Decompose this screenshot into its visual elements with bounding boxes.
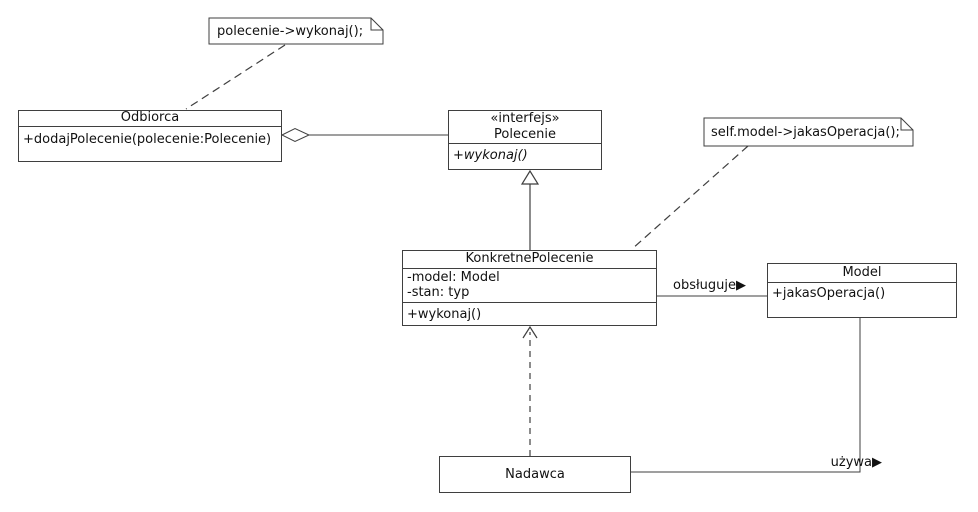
- stereotype-label: «interfejs»: [490, 111, 560, 126]
- class-konkretne-polecenie-name: KonkretnePolecenie: [403, 251, 656, 269]
- interface-polecenie-name: Polecenie: [494, 127, 556, 142]
- class-model-name: Model: [768, 264, 956, 283]
- class-odbiorca-name: Odbiorca: [19, 111, 281, 127]
- dependency-open-arrow-icon: [522, 325, 538, 339]
- aggregation-diamond-icon: [280, 127, 311, 143]
- method-row: +dodajPolecenie(polecenie:Polecenie): [23, 132, 272, 147]
- method-row: +wykonaj(): [407, 307, 482, 322]
- note-anchor-konkretne: [631, 145, 749, 250]
- association-label-uzywa: używa▶: [830, 455, 882, 470]
- interface-polecenie: «interfejs» Polecenie +wykonaj(): [448, 110, 602, 170]
- attribute-row: -model: Model: [407, 270, 500, 285]
- generalization-triangle-icon: [520, 169, 540, 185]
- note-polecenie-wykonaj: polecenie->wykonaj();: [217, 23, 364, 39]
- note-shape-self-model: [703, 117, 914, 147]
- class-odbiorca-methods: +dodajPolecenie(polecenie:Polecenie): [19, 127, 281, 147]
- note-shape-polecenie-wykonaj: [208, 17, 384, 45]
- class-model-methods: +jakasOperacja(): [768, 283, 956, 301]
- interface-polecenie-methods: +wykonaj(): [449, 144, 601, 163]
- class-nadawca: Nadawca: [439, 456, 631, 493]
- class-konkretne-polecenie-attributes: -model: Model -stan: typ: [403, 269, 656, 303]
- method-row: +wykonaj(): [453, 148, 528, 163]
- class-odbiorca: Odbiorca +dodajPolecenie(polecenie:Polec…: [18, 110, 282, 162]
- association-uzywa-line: [631, 318, 861, 473]
- class-konkretne-polecenie-methods: +wykonaj(): [403, 303, 656, 322]
- note-anchor-odbiorca: [185, 44, 286, 110]
- class-konkretne-polecenie: KonkretnePolecenie -model: Model -stan: …: [402, 250, 657, 326]
- note-dogear-icon: [900, 118, 913, 131]
- method-row: +jakasOperacja(): [772, 286, 886, 301]
- attribute-row: -stan: typ: [407, 285, 470, 300]
- association-label-obsluguje: obsługuje▶: [672, 278, 746, 293]
- class-model: Model +jakasOperacja(): [767, 263, 957, 318]
- note-self-model: self.model->jakasOperacja();: [711, 124, 900, 140]
- class-nadawca-name: Nadawca: [505, 467, 565, 482]
- interface-polecenie-header: «interfejs» Polecenie: [449, 111, 601, 144]
- note-dogear-icon: [370, 18, 383, 31]
